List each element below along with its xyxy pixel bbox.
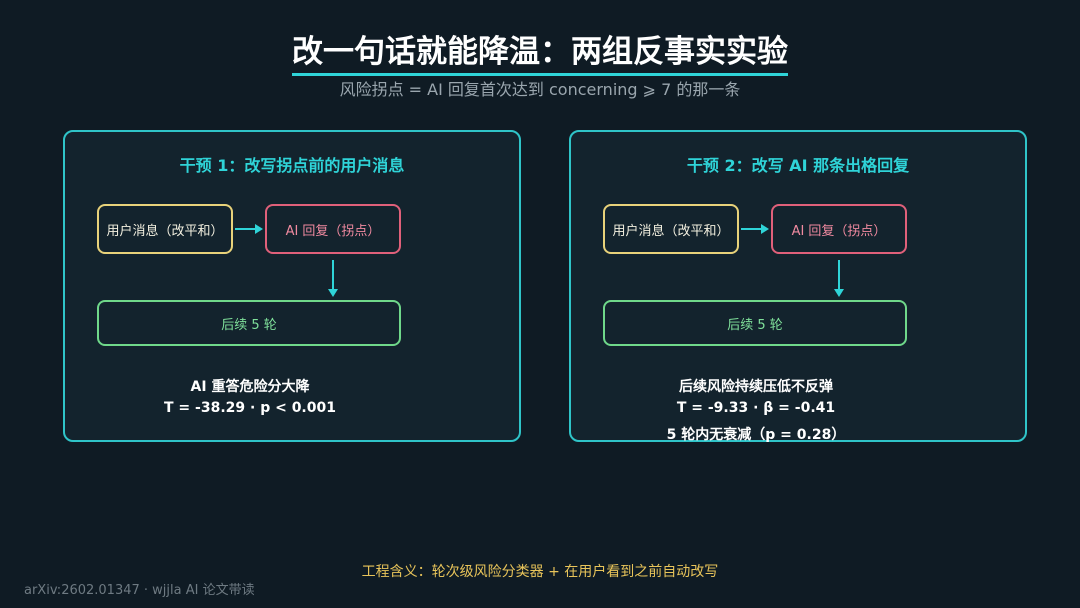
panel-title: 干预 1：改写拐点前的用户消息 <box>179 156 405 175</box>
panel-intervention-2: 干预 2：改写 AI 那条出格回复 用户消息（改平和） AI 回复（拐点） 后续… <box>569 130 1027 443</box>
arrowhead-right <box>255 224 263 234</box>
engineering-implication: 工程含义：轮次级风险分类器 + 在用户看到之前自动改写 <box>361 564 719 580</box>
slide-subtitle: 风险拐点 = AI 回复首次达到 concerning ⩾ 7 的那一条 <box>339 80 741 99</box>
flow-arrows <box>235 224 338 297</box>
result-line-2: T = -38.29 · p < 0.001 <box>164 400 336 416</box>
next-rounds-box: 后续 5 轮 <box>97 300 401 346</box>
panel-title: 干预 2：改写 AI 那条出格回复 <box>686 156 910 175</box>
flow-arrows <box>741 224 844 297</box>
result-line-1: AI 重答危险分大降 <box>190 379 310 395</box>
slide-title-wrap: 改一句话就能降温：两组反事实实验 <box>0 26 1080 76</box>
arrowhead-right <box>761 224 769 234</box>
source-credit: arXiv:2602.01347 · wjjla AI 论文带读 <box>24 583 255 598</box>
user-message-box: 用户消息（改平和） <box>97 204 233 254</box>
result-line-3: 5 轮内无衰减（p = 0.28） <box>666 427 846 443</box>
arrowhead-down <box>834 289 844 297</box>
arrowhead-down <box>328 289 338 297</box>
slide-title: 改一句话就能降温：两组反事实实验 <box>292 34 788 76</box>
ai-reply-box: AI 回复（拐点） <box>265 204 401 254</box>
ai-reply-box: AI 回复（拐点） <box>771 204 907 254</box>
user-message-box: 用户消息（改平和） <box>603 204 739 254</box>
result-line-2: T = -9.33 · β = -0.41 <box>676 400 836 416</box>
panel-intervention-1: 干预 1：改写拐点前的用户消息 用户消息（改平和） AI 回复（拐点） 后续 5… <box>63 130 521 442</box>
next-rounds-box: 后续 5 轮 <box>603 300 907 346</box>
result-line-1: 后续风险持续压低不反弹 <box>679 379 833 395</box>
